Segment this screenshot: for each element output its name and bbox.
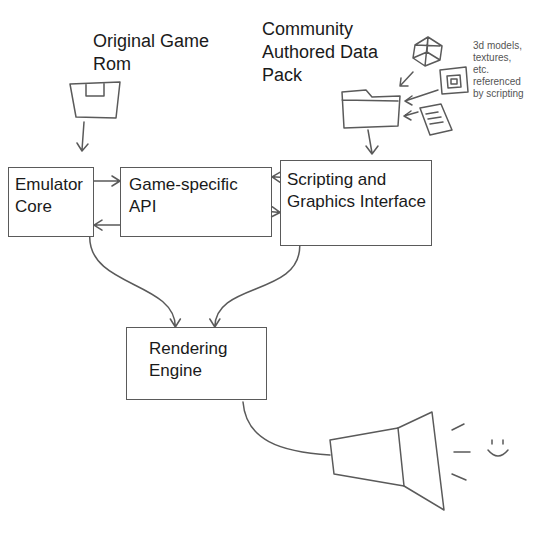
model-arrow: [400, 72, 413, 86]
texture-arrow: [405, 90, 438, 105]
model-icon: [413, 37, 442, 66]
sound-lines: [452, 424, 470, 480]
node-text: Game-specific API: [129, 174, 239, 218]
data-pack-folder: [342, 90, 400, 128]
output-wire: [243, 402, 330, 455]
node-text: Emulator Core: [15, 174, 95, 218]
rom-arrow: [77, 122, 88, 151]
megaphone-bell: [398, 412, 444, 510]
megaphone-body: [330, 428, 404, 486]
flow-arrow: [210, 246, 300, 327]
data-pack-label: Community Authored Data Pack: [262, 18, 392, 87]
rom-cartridge: [70, 82, 120, 118]
script-icon: [420, 104, 452, 135]
node-text: Scripting and Graphics Interface: [287, 169, 427, 213]
flow-arrow: [94, 220, 120, 230]
flow-arrow: [272, 207, 280, 217]
flow-arrow: [94, 176, 120, 186]
flow-arrow: [90, 237, 181, 327]
process-box: Emulator Core: [8, 167, 94, 237]
texture-icon: [440, 67, 468, 94]
node-text: Rendering Engine: [149, 338, 259, 382]
rom-label: Original Game Rom: [93, 30, 218, 76]
script-arrow: [404, 111, 418, 120]
process-box: Game-specific API: [120, 167, 272, 237]
process-box: Rendering Engine: [126, 327, 267, 400]
smiley-face: [488, 440, 508, 456]
process-box: Scripting and Graphics Interface: [280, 160, 432, 246]
asset-note: 3d models, textures, etc. referenced by …: [473, 40, 527, 100]
flow-arrow: [272, 172, 280, 182]
data-pack-arrow: [366, 130, 378, 154]
